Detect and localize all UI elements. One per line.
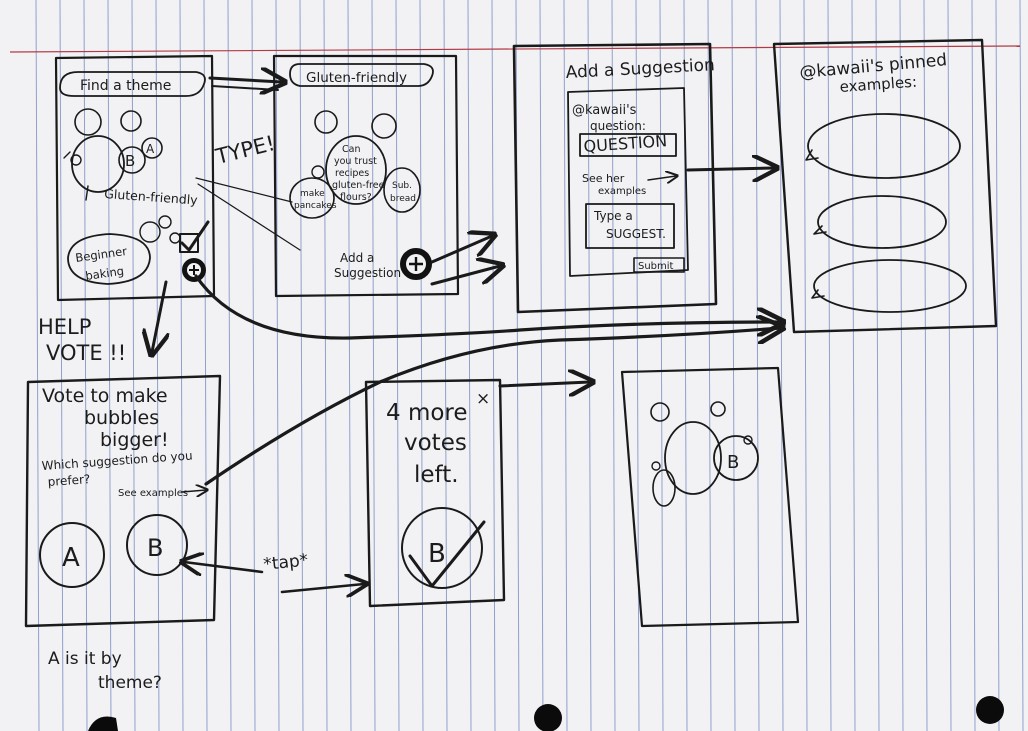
vote-title-line3: bigger! <box>100 429 169 451</box>
help-vote-line1: HELP <box>38 315 91 339</box>
arrow-to-screen-4 <box>688 168 774 170</box>
bubble-a-label: A <box>146 142 155 156</box>
right-bubble-text-2: bread <box>390 194 416 204</box>
vote-question-line2: prefer? <box>47 472 90 489</box>
center-bubble-text-1: Can <box>342 144 360 155</box>
search-field-text[interactable]: Gluten-friendly <box>306 70 407 86</box>
help-vote-line2: VOTE !! <box>46 341 126 365</box>
x-icon[interactable]: × <box>476 389 490 409</box>
see-examples-link-1[interactable]: See her <box>582 172 625 185</box>
center-bubble-text-3: recipes <box>335 168 369 179</box>
punch-hole <box>976 696 1004 724</box>
votes-left-line1: 4 more <box>386 400 468 426</box>
footnote-line2: theme? <box>98 673 162 693</box>
question-label-line1: @kawaii's <box>572 103 637 118</box>
suggestion-input-text-1: Type a <box>593 209 633 223</box>
add-suggestion-line1: Add a <box>340 251 374 265</box>
see-examples-link[interactable]: See examples <box>118 488 188 499</box>
bubble-b-label: B <box>125 152 135 170</box>
voted-b-label: B <box>428 539 446 569</box>
center-bubble-text-5: flours? <box>340 192 372 203</box>
option-a-label: A <box>62 543 80 573</box>
suggestion-input-text-2: SUGGEST. <box>606 227 666 241</box>
vote-title-line2: bubbles <box>84 407 159 429</box>
submit-label: Submit <box>638 261 674 272</box>
votes-left-line2: votes <box>404 430 467 456</box>
question-label-line2: question: <box>590 119 646 133</box>
plus-circle-icon[interactable] <box>401 249 431 279</box>
left-bubble-text-1: make <box>300 189 325 199</box>
option-b-label: B <box>147 534 163 562</box>
right-bubble-text-1: Sub. <box>392 181 412 191</box>
search-field-text[interactable]: Find a theme <box>80 78 171 94</box>
votes-left-line3: left. <box>414 462 459 488</box>
add-suggestion-line2: Suggestion <box>334 266 401 280</box>
footnote-line1: A is it by <box>48 649 122 669</box>
vote-title-line1: Vote to make <box>42 385 168 407</box>
punch-hole <box>534 704 562 731</box>
left-bubble-text-2: pancakes <box>294 201 337 211</box>
see-examples-link-2[interactable]: examples <box>598 186 646 197</box>
center-bubble-text-4: gluten-free <box>332 180 385 191</box>
bubble-b-label: B <box>727 452 739 473</box>
plus-circle-icon[interactable] <box>183 259 205 281</box>
center-bubble-text-2: you trust <box>334 156 377 167</box>
